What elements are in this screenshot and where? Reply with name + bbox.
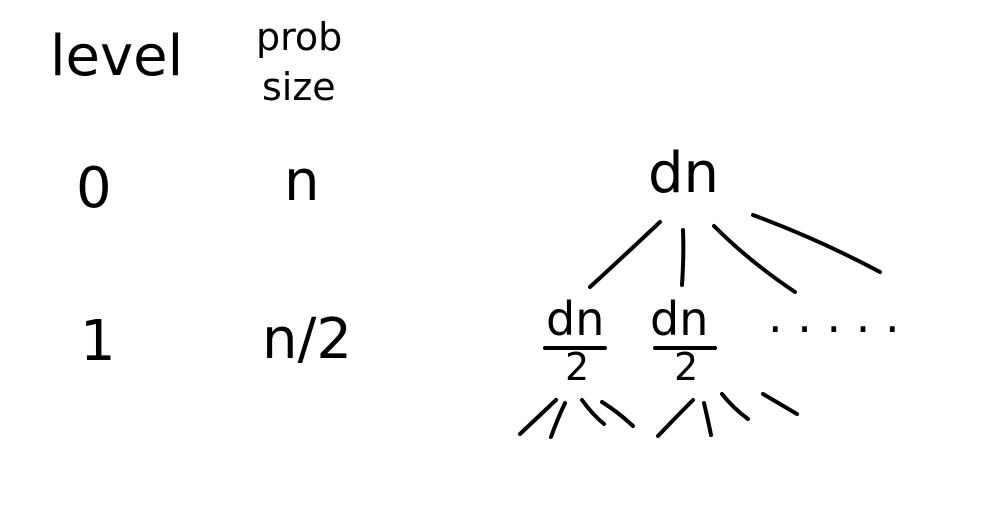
child-2-subedge-2 (702, 401, 713, 437)
header-prob: prob (256, 15, 342, 59)
root-edge-3 (712, 224, 797, 294)
size-0-label: n (284, 149, 320, 214)
tree-root-label: dn (648, 141, 719, 206)
child-1-subedge-3 (580, 398, 606, 426)
level-0-label: 0 (76, 156, 112, 221)
header-level: level (50, 24, 183, 89)
child-2-subedge-4 (761, 392, 799, 416)
size-1-label: n/2 (262, 307, 352, 372)
header-size: size (262, 65, 336, 109)
child-2-numerator: dn (650, 292, 708, 346)
child-1-numerator: dn (546, 292, 604, 346)
root-edge-4 (751, 213, 882, 274)
level-1-label: 1 (80, 309, 116, 374)
child-2-subedge-3 (720, 392, 750, 421)
root-edge-1 (588, 220, 662, 289)
child-1-subedge-2 (549, 401, 567, 439)
root-edge-2 (680, 228, 686, 287)
child-1-subedge-1 (518, 398, 558, 436)
child-2-subedge-1 (656, 398, 695, 438)
child-2-denominator: 2 (674, 345, 698, 389)
child-1-denominator: 2 (565, 345, 589, 389)
child-1-subedge-4 (600, 400, 635, 428)
tree-ellipsis: · · · · · (768, 302, 900, 356)
